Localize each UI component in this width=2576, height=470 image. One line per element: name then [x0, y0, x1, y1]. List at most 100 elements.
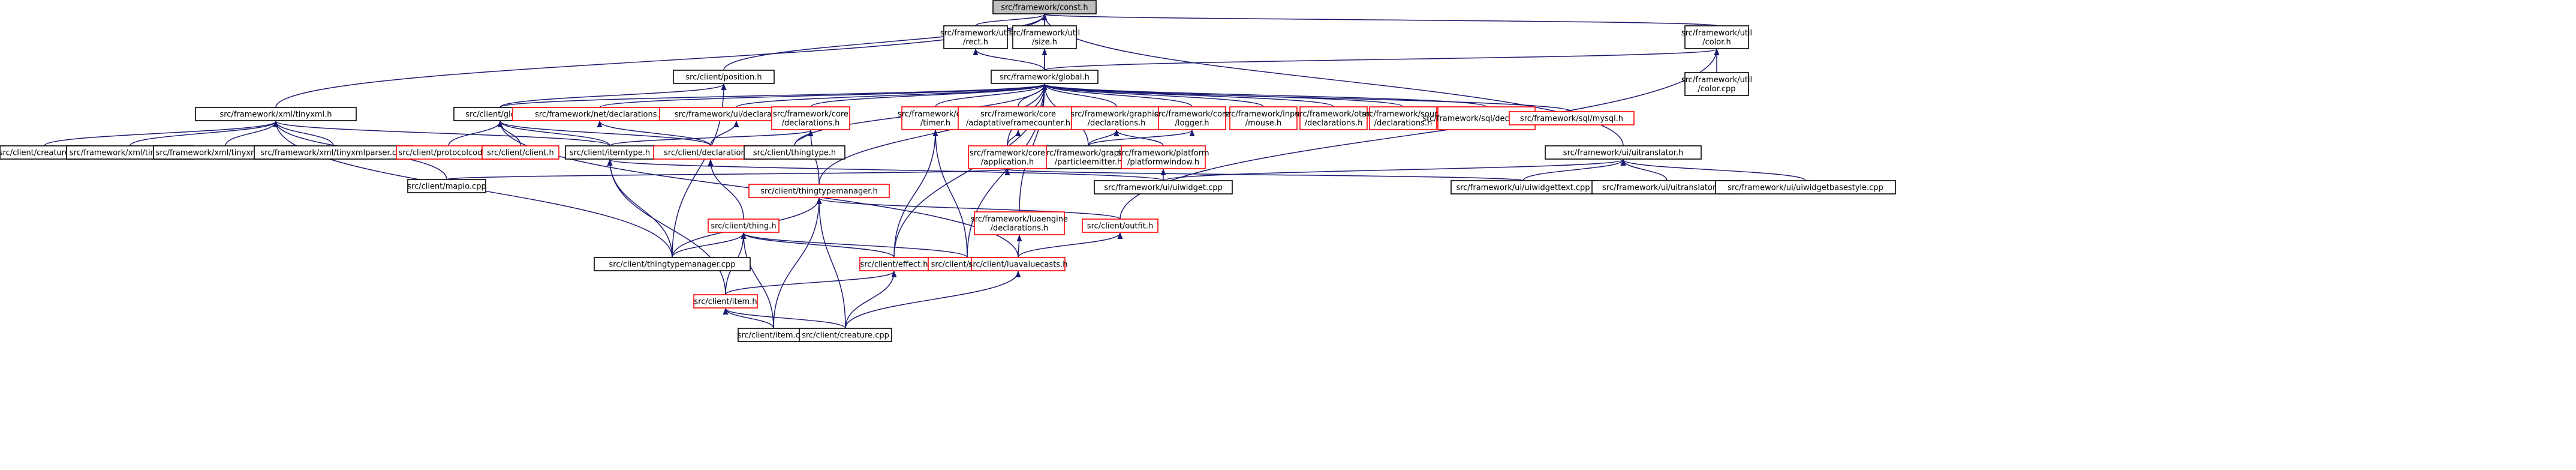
node-mapiocpp[interactable]: src/client/mapio.cpp — [407, 179, 486, 193]
node-uiwidgetbasestyle[interactable]: src/framework/ui/uiwidgetbasestyle.cpp — [1715, 180, 1896, 194]
node-ttmanager[interactable]: src/client/thingtypemanager.h — [748, 184, 890, 198]
node-label: src/client/outfit.h — [1087, 222, 1153, 231]
node-luavaluecasts[interactable]: src/client/luavaluecasts.h — [969, 257, 1068, 271]
node-label: src/framework/graphics — [1042, 149, 1134, 158]
node-inputmouse[interactable]: src/framework/input/mouse.h — [1224, 106, 1303, 130]
node-thing[interactable]: src/client/thing.h — [708, 218, 780, 233]
node-uiwidgetcpp[interactable]: src/framework/ui/uiwidget.cpp — [1094, 180, 1233, 194]
edge-rect-to-const — [975, 14, 1048, 26]
node-box — [1071, 106, 1162, 130]
edge-mysql-to-fwglobal — [1042, 83, 1572, 112]
node-label: /size.h — [1032, 38, 1057, 47]
edge-tinyxml-to-const — [275, 14, 1048, 108]
edge-uiwidgetcpp-to-uitranslator — [1163, 159, 1626, 181]
node-box — [673, 70, 775, 84]
node-itemtype[interactable]: src/client/itemtype.h — [565, 145, 655, 160]
node-itemcpp[interactable]: src/client/item.cpp — [738, 328, 810, 342]
edge-uiwidgetcpp-to-itemtype — [607, 159, 1164, 181]
edge-position-to-const — [723, 14, 1048, 71]
node-box — [1299, 106, 1368, 130]
node-label: src/framework/ui/uiwidgetbasestyle.cpp — [1728, 184, 1883, 193]
node-mysql[interactable]: src/framework/sql/mysql.h — [1509, 111, 1635, 125]
node-box — [748, 184, 890, 198]
node-box — [1715, 180, 1896, 194]
node-label: src/client/protocolcodes.h — [399, 149, 499, 158]
node-luaengdecl[interactable]: src/framework/luaengine/declarations.h — [971, 211, 1068, 235]
node-label: /rect.h — [963, 38, 988, 47]
node-gfxdecl[interactable]: src/framework/graphics/declarations.h — [1070, 106, 1163, 130]
node-box — [943, 25, 1008, 49]
node-const[interactable]: src/framework/const.h — [992, 0, 1097, 14]
node-thingtype[interactable]: src/client/thingtype.h — [744, 145, 845, 160]
node-label: /declarations.h — [1088, 119, 1146, 128]
node-label: src/client/position.h — [685, 73, 762, 82]
edge-clientglobal-to-fwglobal — [499, 83, 1048, 108]
node-tinyxml[interactable]: src/framework/xml/tinyxml.h — [195, 107, 357, 121]
node-box — [693, 294, 758, 309]
node-label: src/client/mapio.cpp — [407, 182, 486, 191]
node-coredecl[interactable]: src/framework/core/declarations.h — [771, 106, 850, 130]
node-rect[interactable]: src/framework/util/rect.h — [940, 25, 1011, 49]
node-label: src/client/creature.cpp — [802, 331, 889, 340]
node-label: src/framework/sql/mysql.h — [1520, 115, 1623, 124]
node-box — [1158, 106, 1226, 130]
node-uitranslatorcpp[interactable]: src/framework/ui/uitranslator.cpp — [1591, 180, 1743, 194]
node-label: src/framework/xml/tinyxml.h — [219, 110, 332, 119]
node-label: /declarations.h — [782, 119, 840, 128]
node-label: src/client/thing.h — [711, 222, 776, 231]
node-fwglobal[interactable]: src/framework/global.h — [991, 70, 1099, 84]
node-box — [744, 145, 845, 160]
node-afc[interactable]: src/framework/core/adaptativeframecounte… — [958, 106, 1079, 130]
node-size[interactable]: src/framework/util/size.h — [1009, 25, 1080, 49]
node-label: /declarations.h — [1374, 119, 1433, 128]
edge-itemtype-to-coredecl — [609, 130, 814, 146]
edge-missile-to-timer — [932, 130, 968, 258]
node-clientdecl[interactable]: src/client/declarations.h — [653, 145, 768, 160]
node-creaturecpp[interactable]: src/client/creature.cpp — [799, 328, 892, 342]
node-box — [482, 145, 559, 160]
node-label: src/client/effect.h — [860, 261, 928, 270]
node-box — [1082, 218, 1158, 233]
node-label: /mouse.h — [1245, 119, 1281, 128]
node-effect[interactable]: src/client/effect.h — [859, 257, 929, 271]
node-clienth[interactable]: src/client/client.h — [482, 145, 559, 160]
edge-clientdecl-to-netdecl — [597, 121, 711, 146]
node-particleemitter[interactable]: src/framework/graphics/particleemitter.h — [1042, 145, 1134, 169]
node-box — [1369, 106, 1437, 130]
node-application[interactable]: src/framework/core/application.h — [968, 145, 1047, 169]
edge-creaturecpp-to-ttmanager — [816, 197, 846, 329]
node-label: /declarations.h — [1305, 119, 1363, 128]
node-position[interactable]: src/client/position.h — [673, 70, 775, 84]
node-ttmanagercpp[interactable]: src/client/thingtypemanager.cpp — [594, 257, 751, 271]
node-label: /color.h — [1702, 38, 1731, 47]
node-label: /adaptativeframecounter.h — [966, 119, 1070, 128]
node-tinyxmlparser[interactable]: src/framework/xml/tinyxmlparser.cpp — [254, 145, 413, 160]
edge-color-to-const — [1042, 14, 1717, 26]
node-label: src/framework/util — [1681, 76, 1752, 85]
node-item[interactable]: src/client/item.h — [693, 294, 758, 309]
node-box — [991, 70, 1099, 84]
edge-creaturecpp-to-luavaluecasts — [845, 271, 1021, 329]
node-label: /color.cpp — [1698, 85, 1736, 94]
node-logger[interactable]: src/framework/core/logger.h — [1154, 106, 1230, 130]
node-otmldecl[interactable]: src/framework/otml/declarations.h — [1295, 106, 1372, 130]
edge-item-to-effect — [725, 271, 897, 295]
node-label: src/framework/core — [773, 110, 848, 119]
node-protocolcodes[interactable]: src/client/protocolcodes.h — [396, 145, 501, 160]
node-outfit[interactable]: src/client/outfit.h — [1082, 218, 1158, 233]
node-colorcpp[interactable]: src/framework/util/color.cpp — [1681, 72, 1752, 96]
edge-logger-to-fwglobal — [1042, 83, 1193, 107]
node-color[interactable]: src/framework/util/color.h — [1681, 25, 1752, 49]
node-label: src/framework/util — [940, 29, 1011, 38]
node-platformwindow[interactable]: src/framework/platform/platformwindow.h — [1118, 145, 1209, 169]
node-label: /platformwindow.h — [1127, 158, 1199, 167]
edge-coredecl-to-fwglobal — [810, 83, 1048, 107]
node-label: src/client/thingtypemanager.h — [760, 187, 878, 196]
edge-itemcpp-to-item — [723, 308, 774, 329]
node-netdecl[interactable]: src/framework/net/declarations.h — [512, 107, 687, 121]
node-uiwidgettext[interactable]: src/framework/ui/uiwidgettext.cpp — [1450, 180, 1596, 194]
node-uitranslator[interactable]: src/framework/ui/uitranslator.h — [1545, 145, 1702, 160]
node-label: src/framework/luaengine — [971, 215, 1068, 224]
node-sounddecl[interactable]: src/framework/sound/declarations.h — [1362, 106, 1445, 130]
